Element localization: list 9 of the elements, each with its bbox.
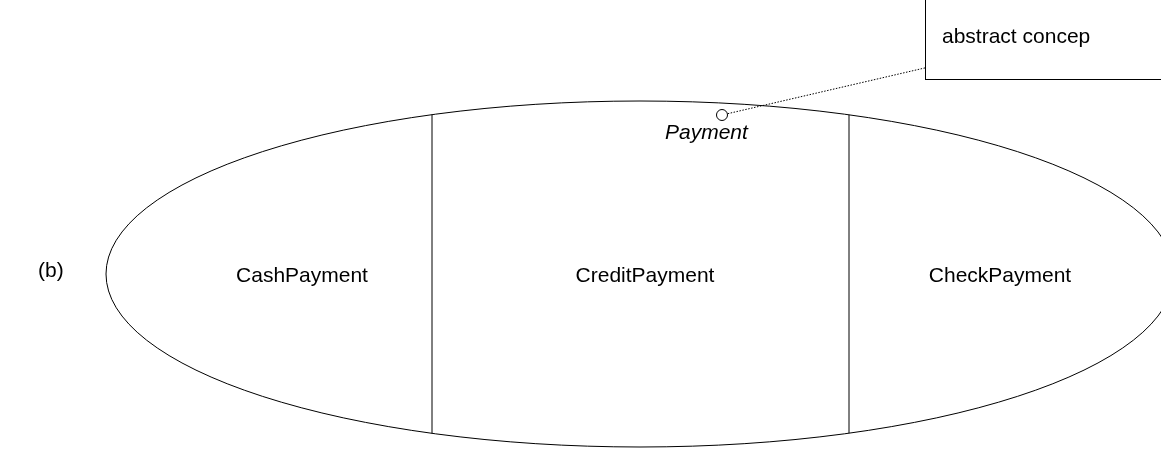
leader-line: [727, 67, 926, 115]
figure-label: (b): [38, 258, 64, 282]
note-box: [925, 0, 1161, 80]
note-text: abstract concep: [942, 24, 1091, 48]
subclass-name: CashPayment: [235, 263, 369, 287]
subclass-name: CreditPayment: [574, 263, 716, 287]
class-name: Payment: [665, 120, 748, 144]
anchor-circle: [716, 109, 728, 121]
subclass-name: CheckPayment: [927, 263, 1073, 287]
